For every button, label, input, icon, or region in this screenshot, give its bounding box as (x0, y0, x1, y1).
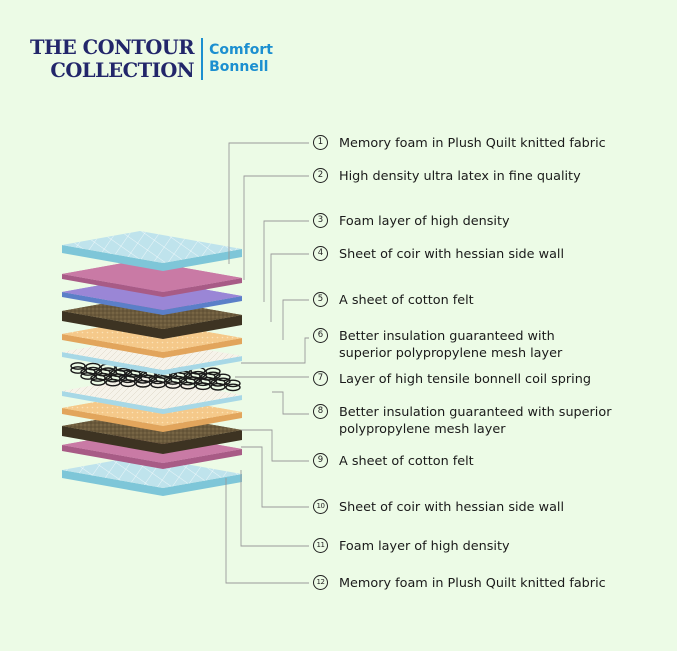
callout-label: Better insulation guaranteed with superi… (339, 404, 611, 438)
layer-spring (70, 362, 241, 392)
leader-line-12 (225, 478, 309, 584)
leader-line-5 (282, 299, 309, 340)
callout-label-line: Better insulation guaranteed with superi… (339, 405, 612, 420)
callout-label: Sheet of coir with hessian side wall (339, 499, 564, 516)
callout-label-line: Sheet of coir with hessian side wall (339, 500, 565, 515)
brand-sub-line-2: Bonnell (209, 59, 269, 75)
brand-name: THE CONTOUR COLLECTION (30, 36, 195, 82)
leader-line-6 (241, 337, 309, 364)
leader-lines (225, 142, 309, 584)
leader-line-11 (240, 470, 309, 547)
callout-label-line: Sheet of coir with hessian side wall (339, 247, 565, 262)
callout-3: 3 Foam layer of high density (313, 213, 510, 230)
leader-line-3 (263, 220, 309, 302)
callout-4: 4 Sheet of coir with hessian side wall (313, 246, 564, 263)
callout-number: 10 (313, 499, 328, 514)
layer-quilt-top (62, 231, 242, 271)
callout-label: Better insulation guaranteed with superio… (339, 328, 562, 362)
callout-label: Foam layer of high density (339, 538, 510, 555)
callout-label-line: A sheet of cotton felt (339, 454, 474, 469)
leader-line-9 (241, 429, 309, 462)
callout-label: High density ultra latex in fine quality (339, 168, 581, 185)
layer-stack (62, 231, 242, 496)
callout-number: 7 (313, 371, 328, 386)
callout-number: 11 (313, 538, 328, 553)
callout-label-line: Foam layer of high density (339, 539, 510, 554)
callout-10: 10 Sheet of coir with hessian side wall (313, 499, 564, 516)
callout-number: 9 (313, 453, 328, 468)
callout-number: 1 (313, 135, 328, 150)
leader-line-2 (243, 175, 309, 280)
callout-label-line: Memory foam in Plush Quilt knitted fabri… (339, 576, 606, 591)
layer-latex-top (62, 260, 242, 297)
callout-8: 8 Better insulation guaranteed with super… (313, 404, 611, 438)
leader-line-8 (272, 391, 309, 415)
callout-label: Memory foam in Plush Quilt knitted fabri… (339, 575, 606, 592)
callout-6: 6 Better insulation guaranteed with superi… (313, 328, 562, 362)
brand-line-2: COLLECTION (50, 59, 195, 82)
brand-logo: THE CONTOUR COLLECTION Comfort Bonnell (30, 36, 273, 82)
brand-subtitle: Comfort Bonnell (209, 42, 273, 76)
callout-12: 12 Memory foam in Plush Quilt knitted fab… (313, 575, 606, 592)
callout-5: 5 A sheet of cotton felt (313, 292, 474, 309)
callout-label-line: A sheet of cotton felt (339, 293, 474, 308)
callout-label: Foam layer of high density (339, 213, 510, 230)
callout-label-line: High density ultra latex in fine quality (339, 169, 581, 184)
callout-number: 3 (313, 213, 328, 228)
callout-number: 2 (313, 168, 328, 183)
callout-11: 11 Foam layer of high density (313, 538, 510, 555)
callout-label: Memory foam in Plush Quilt knitted fabri… (339, 135, 606, 152)
callout-2: 2 High density ultra latex in fine qualit… (313, 168, 581, 185)
callout-label: Sheet of coir with hessian side wall (339, 246, 564, 263)
callout-label: A sheet of cotton felt (339, 292, 474, 309)
leader-line-10 (241, 446, 309, 508)
brand-sub-line-1: Comfort (209, 42, 273, 58)
callout-number: 5 (313, 292, 328, 307)
callout-number: 4 (313, 246, 328, 261)
leader-line-4 (270, 253, 309, 322)
callout-number: 8 (313, 404, 328, 419)
callout-number: 6 (313, 328, 328, 343)
callout-label-line: polypropylene mesh layer (339, 422, 506, 437)
callout-7: 7 Layer of high tensile bonnell coil spri… (313, 371, 591, 388)
callout-label-line: superior polypropylene mesh layer (339, 346, 563, 361)
brand-line-1: THE CONTOUR (30, 36, 195, 59)
callout-label: A sheet of cotton felt (339, 453, 474, 470)
leader-line-1 (228, 142, 309, 264)
callout-number: 12 (313, 575, 328, 590)
callout-label-line: Foam layer of high density (339, 214, 510, 229)
callout-1: 1 Memory foam in Plush Quilt knitted fabr… (313, 135, 606, 152)
callout-label: Layer of high tensile bonnell coil sprin… (339, 371, 591, 388)
callout-label-line: Better insulation guaranteed with (339, 329, 555, 344)
brand-divider (201, 38, 204, 80)
layer-quilt-bottom (62, 456, 242, 496)
callout-9: 9 A sheet of cotton felt (313, 453, 474, 470)
callout-label-line: Memory foam in Plush Quilt knitted fabri… (339, 136, 606, 151)
callout-label-line: Layer of high tensile bonnell coil sprin… (339, 372, 591, 387)
